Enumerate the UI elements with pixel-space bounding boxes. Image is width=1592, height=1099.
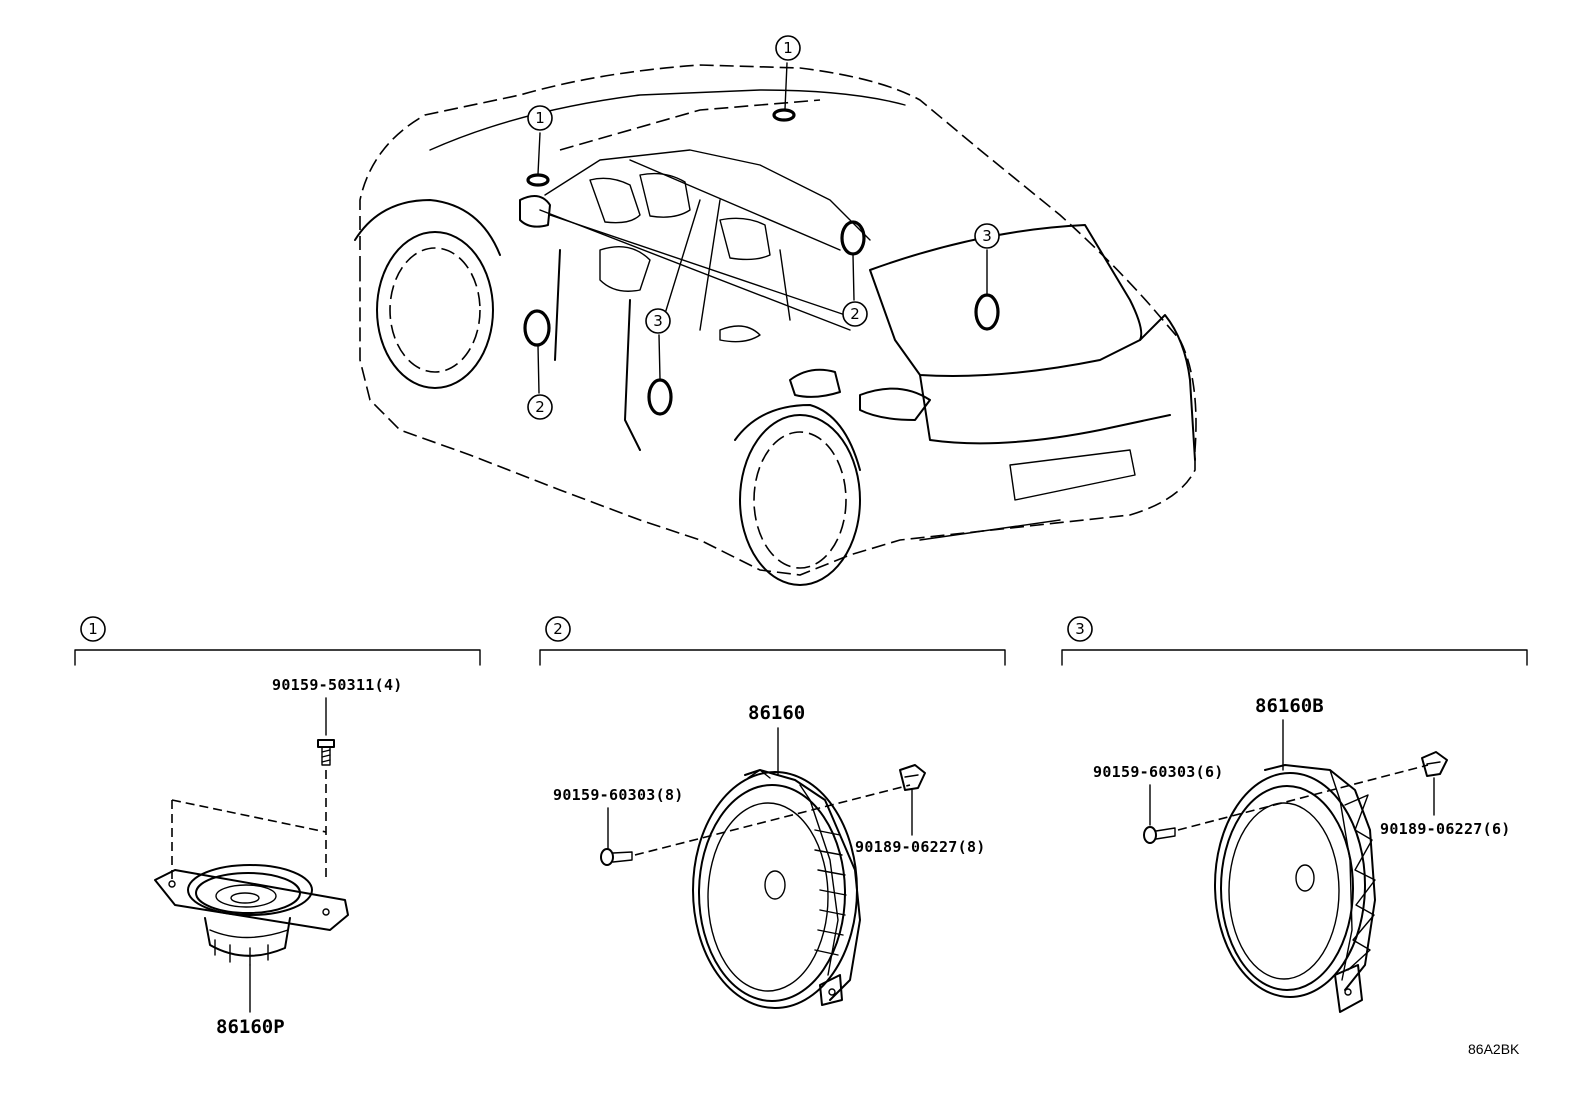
location-1-front-ring[interactable] <box>526 173 550 187</box>
location-2-right-ring[interactable] <box>840 220 866 256</box>
group-1-bracket <box>74 649 481 666</box>
group-3-bracket <box>1061 649 1528 666</box>
callout-1-front[interactable] <box>527 105 553 131</box>
callout-2-left-label: 2 <box>535 398 545 416</box>
group-2-header: 2 <box>539 616 1006 666</box>
group-1-badge[interactable] <box>80 616 106 642</box>
group-2-number: 2 <box>553 620 563 638</box>
location-1-rear-ring[interactable] <box>772 108 796 122</box>
part-90159-60303-6-label[interactable]: 90159-60303(6) <box>1093 763 1224 781</box>
callout-2-left[interactable] <box>527 394 553 420</box>
part-90159-60303-8-label[interactable]: 90159-60303(8) <box>553 786 684 804</box>
screw-icon-group-2[interactable] <box>600 848 633 866</box>
group-3-number: 3 <box>1075 620 1085 638</box>
front-wheel <box>354 199 501 389</box>
callout-2-right[interactable] <box>842 301 868 327</box>
door-speaker-86160B-icon[interactable] <box>1214 764 1376 1013</box>
speaker-86160-label[interactable]: 86160 <box>748 702 805 724</box>
clip-nut-icon-group-3[interactable] <box>1421 751 1448 777</box>
illustration-code: 86A2BK <box>1468 1041 1520 1057</box>
clip-nut-icon[interactable] <box>899 764 926 791</box>
location-3-right-ring[interactable] <box>974 293 1000 331</box>
location-2-left-ring[interactable] <box>523 309 551 347</box>
callout-2-right-label: 2 <box>850 305 860 323</box>
callout-1-rear[interactable] <box>775 35 801 61</box>
callout-3-right[interactable] <box>974 223 1000 249</box>
group-3-parts: 86160B 90159-60303(6) 90189-06227(6) <box>1093 695 1511 1013</box>
vehicle-illustration <box>354 64 1197 586</box>
group-1-parts: 90159-50311(4) 86160P <box>154 676 403 1038</box>
part-90189-06227-6-label[interactable]: 90189-06227(6) <box>1380 820 1511 838</box>
speaker-locations <box>523 108 1000 416</box>
group-2-bracket <box>539 649 1006 666</box>
tweeter-speaker-icon[interactable] <box>154 864 349 966</box>
screw-icon-group-3[interactable] <box>1143 826 1176 844</box>
group-1-header: 1 <box>74 616 481 666</box>
part-90189-06227-8-label[interactable]: 90189-06227(8) <box>855 838 986 856</box>
door-speaker-86160-icon[interactable] <box>692 769 861 1009</box>
speaker-86160P-label[interactable]: 86160P <box>216 1016 285 1038</box>
screw-icon[interactable] <box>317 739 335 766</box>
callout-3-right-label: 3 <box>982 227 992 245</box>
group-1-number: 1 <box>88 620 98 638</box>
part-90159-50311-label[interactable]: 90159-50311(4) <box>272 676 403 694</box>
callout-1-rear-label: 1 <box>783 39 793 57</box>
callout-3-left[interactable] <box>645 308 671 334</box>
rear-wheel <box>734 404 861 586</box>
callout-3-left-label: 3 <box>653 312 663 330</box>
car-callouts: 1 1 2 2 3 3 <box>527 35 1000 420</box>
callout-1-front-label: 1 <box>535 109 545 127</box>
group-2-parts: 86160 90159-60303(8) 90189-06227(8) <box>553 702 986 1009</box>
group-3-badge[interactable] <box>1067 616 1093 642</box>
group-2-badge[interactable] <box>545 616 571 642</box>
location-3-left-ring[interactable] <box>647 378 673 416</box>
group-3-header: 3 <box>1061 616 1528 666</box>
speaker-86160B-label[interactable]: 86160B <box>1255 695 1324 717</box>
